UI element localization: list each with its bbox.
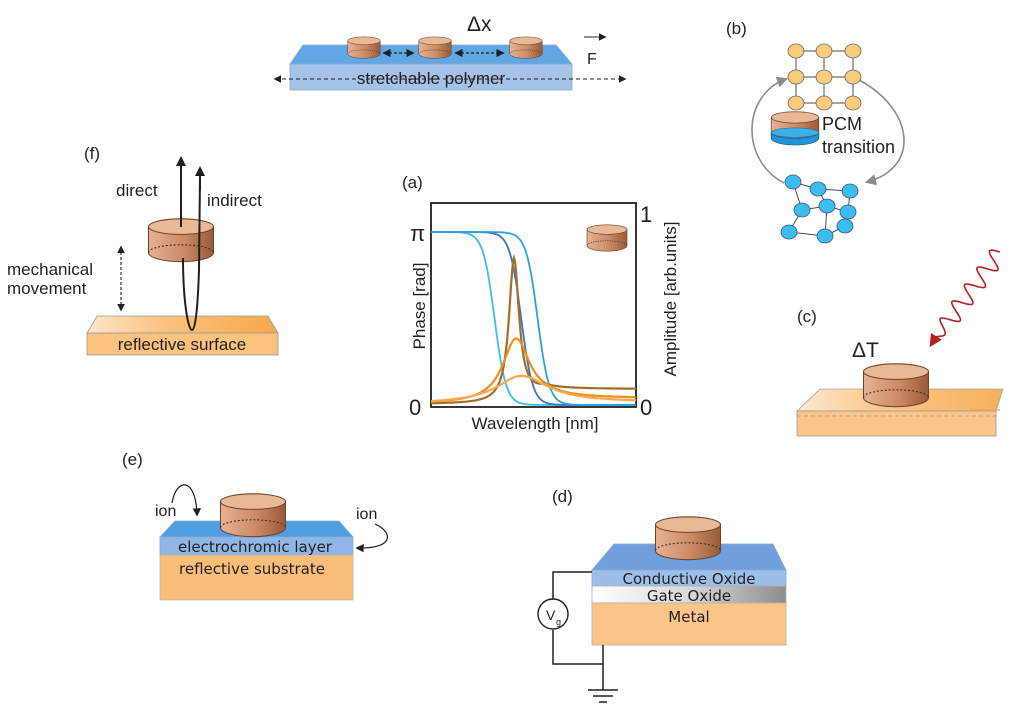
lattice-atom (836, 218, 854, 234)
panel-a-label: (a) (402, 173, 423, 192)
voltage-source-icon (537, 598, 569, 630)
ion-in-arrow (171, 484, 202, 517)
y-left-axis-label: Phase [rad] (410, 263, 429, 350)
lattice-atom (816, 228, 834, 244)
lattice-atom (841, 183, 859, 199)
lattice-atom (815, 69, 833, 85)
x-axis-label: Wavelength [nm] (472, 414, 599, 433)
y-left-tick-0: 0 (409, 395, 421, 420)
pillar-icon (654, 516, 722, 561)
lattice-atom (793, 202, 811, 218)
stretchable-polymer-label: stretchable polymer (357, 69, 506, 88)
reflective-substrate-label: reflective substrate (179, 560, 325, 578)
transition-label: transition (822, 137, 895, 157)
circuit-wire-bottom (552, 630, 603, 665)
voltage-source-subscript: g (556, 617, 561, 627)
ion-label-right: ion (356, 506, 377, 523)
series-amplitude-mid-Q (430, 337, 636, 403)
transition-arrow-left (751, 76, 789, 184)
lattice-atom (844, 69, 862, 85)
series-phase-3 (431, 231, 636, 406)
movement-label: movement (7, 279, 87, 298)
y-right-tick-0: 0 (640, 395, 652, 420)
metal-label: Metal (668, 608, 709, 626)
panel-c: (c) ΔT (796, 249, 1004, 437)
lattice-atom (784, 174, 802, 190)
conductive-oxide-label: Conductive Oxide (623, 570, 756, 588)
panel-e: (e) electrochromic layer reflective subs… (122, 450, 389, 601)
reflective-surface-label: reflective surface (118, 335, 247, 354)
lattice-atom (815, 43, 833, 59)
circuit-wire-top (552, 571, 592, 599)
transition-arrow-right (858, 79, 905, 186)
delta-x-label: Δx (467, 13, 492, 36)
panel-b: (b) PCM transition (726, 19, 905, 244)
panel-f: (f) reflective surface direct indirect m… (7, 144, 279, 356)
panel-b-label: (b) (726, 19, 747, 38)
plot-frame (430, 202, 637, 408)
electrochromic-layer-label: electrochromic layer (178, 538, 333, 556)
lattice-atom (787, 69, 805, 85)
pillar-icon (347, 36, 381, 59)
indirect-reflection-path (182, 174, 201, 332)
panel-stretchable: Δx F stretchable polymer (273, 13, 627, 91)
y-right-tick-1: 1 (640, 202, 652, 227)
reflective-surface-front (86, 332, 279, 356)
y-right-axis-label: Amplitude [arb.units] (661, 222, 680, 377)
metal-front (591, 602, 787, 646)
lattice-atom (787, 95, 805, 111)
voltage-source-label: V (546, 607, 556, 623)
pillar-icon (509, 36, 543, 59)
lattice-atom (809, 181, 827, 197)
ion-label-left: ion (155, 503, 176, 520)
ground-icon (588, 689, 618, 703)
thermal-substrate-front (796, 410, 997, 437)
lattice-atom (780, 224, 798, 240)
legend-pillar-icon (586, 224, 628, 252)
panel-d-label: (d) (552, 487, 573, 506)
y-left-tick-pi: π (410, 221, 425, 246)
pillar-icon (418, 36, 452, 59)
light-wave-icon (929, 249, 1001, 348)
lattice-atom (818, 198, 836, 214)
lattice-atom (844, 95, 862, 111)
panel-d: (d) Conductive Oxide Gate Oxide Metal V … (537, 487, 787, 703)
panel-e-label: (e) (122, 450, 143, 469)
panel-c-label: (c) (797, 307, 817, 326)
pcm-pillar-icon (770, 111, 820, 146)
gate-oxide-label: Gate Oxide (647, 587, 731, 605)
force-label: F (587, 51, 597, 68)
series-layer (430, 231, 637, 406)
panel-a-chart: (a) π 0 1 0 Wavelength [nm] Phase [rad] … (402, 173, 680, 433)
lattice-atom (839, 204, 857, 220)
series-amplitude-low-Q (430, 374, 637, 403)
pillar-icon (862, 363, 930, 408)
mechanical-label: mechanical (7, 260, 93, 279)
ion-out-arrow (355, 523, 389, 553)
lattice-atom (844, 43, 862, 59)
series-amplitude-high-Q (431, 253, 636, 405)
panel-f-label: (f) (84, 144, 100, 163)
lattice-atom (815, 95, 833, 111)
delta-t-label: ΔT (852, 339, 879, 362)
pcm-label: PCM (822, 114, 862, 134)
pillar-icon (219, 493, 287, 538)
reflective-surface-top (86, 315, 279, 334)
direct-label: direct (116, 181, 158, 200)
lattice-atom (787, 43, 805, 59)
reflective-substrate-front (159, 554, 354, 601)
indirect-label: indirect (207, 191, 262, 210)
